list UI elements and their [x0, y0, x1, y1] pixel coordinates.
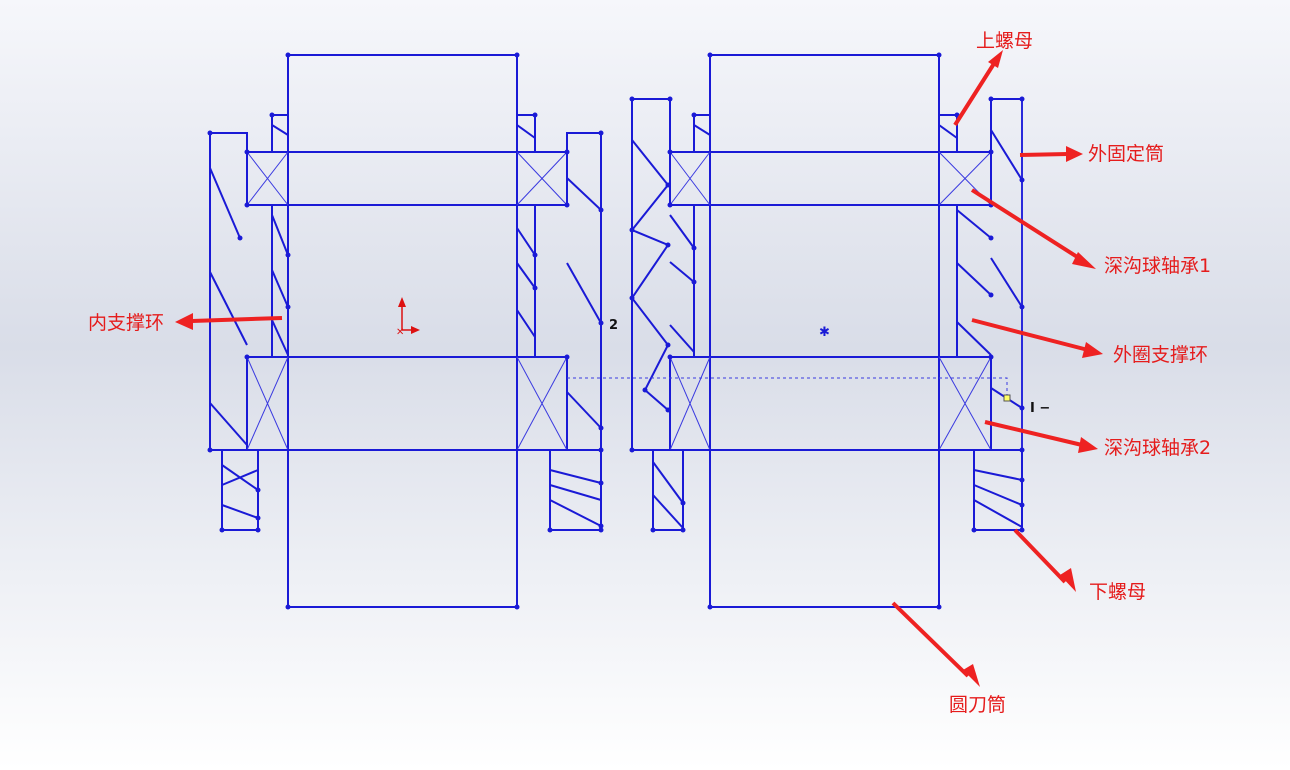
- label-circular-knife-tube: 圆刀筒: [949, 694, 1006, 716]
- label-deep-groove-bearing-1: 深沟球轴承1: [1104, 255, 1211, 277]
- right-lower-nut-b[interactable]: [973, 449, 1023, 531]
- center-point-icon: ✱: [819, 325, 830, 340]
- left-lower-nut-b[interactable]: [549, 449, 602, 531]
- label-upper-nut: 上螺母: [976, 30, 1033, 52]
- annotation-arrows: [175, 50, 1103, 687]
- svg-text:✕: ✕: [396, 327, 404, 338]
- right-outer-wall[interactable]: [631, 98, 1023, 451]
- label-inner-support-ring: 内支撑环: [88, 312, 164, 334]
- origin-triad-icon: ✕: [396, 297, 420, 338]
- left-knife-tube-bottom[interactable]: [287, 449, 518, 608]
- right-bearing-2[interactable]: [669, 356, 992, 451]
- left-bearing-2[interactable]: [246, 356, 568, 451]
- left-lower-nut-a[interactable]: [221, 449, 259, 531]
- right-knife-tube-top[interactable]: [709, 54, 940, 153]
- right-assembly[interactable]: I − ✱: [567, 52, 1050, 610]
- right-lower-nut-a[interactable]: [652, 449, 684, 531]
- left-knife-tube-top[interactable]: [287, 54, 518, 153]
- right-bearing-1[interactable]: [669, 151, 992, 206]
- dimension-value[interactable]: 2: [609, 318, 618, 333]
- left-bearing-1[interactable]: [246, 151, 568, 206]
- cursor-icon: I −: [1030, 401, 1050, 416]
- label-lower-nut: 下螺母: [1089, 581, 1146, 603]
- right-knife-tube-bottom[interactable]: [709, 449, 940, 608]
- label-outer-support-ring: 外圈支撑环: [1113, 344, 1208, 366]
- label-deep-groove-bearing-2: 深沟球轴承2: [1104, 437, 1211, 459]
- label-outer-fixed-tube: 外固定筒: [1088, 143, 1164, 165]
- annotation-labels: 上螺母 外固定筒 深沟球轴承1 内支撑环 外圈支撑环 深沟球轴承2 下螺母 圆刀…: [88, 30, 1211, 716]
- left-assembly[interactable]: ✕ 2: [207, 52, 619, 610]
- svg-text:I −: I −: [1030, 401, 1050, 416]
- left-outer-wall[interactable]: [209, 132, 602, 451]
